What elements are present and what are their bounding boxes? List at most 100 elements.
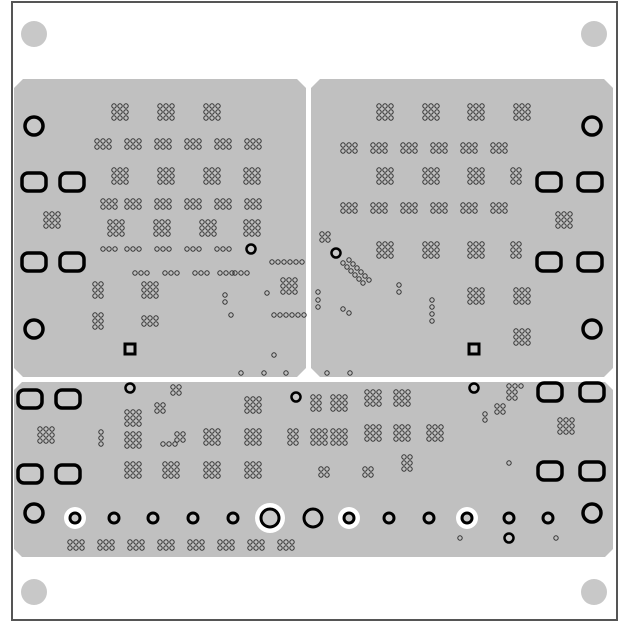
via [442, 202, 448, 208]
via [318, 466, 324, 472]
via [124, 461, 130, 467]
via [79, 545, 85, 551]
mounting-hole [21, 579, 47, 605]
via [525, 103, 531, 109]
via [316, 440, 322, 446]
via [43, 426, 49, 432]
via [376, 148, 382, 154]
through-hole-pad [382, 511, 396, 525]
via [215, 440, 221, 446]
via [422, 173, 428, 179]
via [228, 312, 234, 318]
via [166, 246, 172, 252]
via [426, 436, 432, 442]
via [376, 395, 382, 401]
through-hole-pad [146, 511, 160, 525]
via [259, 539, 265, 545]
via [169, 173, 175, 179]
via [519, 334, 525, 340]
via [141, 293, 147, 299]
via [393, 389, 399, 395]
via [106, 204, 112, 210]
via [376, 430, 382, 436]
via [479, 167, 485, 173]
via [502, 148, 508, 154]
via [434, 253, 440, 259]
via [422, 115, 428, 121]
via [244, 461, 250, 467]
via [124, 473, 130, 479]
via [430, 208, 436, 214]
via [184, 204, 190, 210]
via [215, 109, 221, 115]
via [426, 424, 432, 430]
via [205, 219, 211, 225]
via [432, 436, 438, 442]
via [295, 312, 301, 318]
via [169, 103, 175, 109]
via [277, 539, 283, 545]
via [160, 402, 166, 408]
mounting-hole [21, 21, 47, 47]
via [136, 461, 142, 467]
via [354, 265, 360, 271]
via [292, 283, 298, 289]
via [502, 142, 508, 148]
via [244, 270, 250, 276]
via [130, 138, 136, 144]
via [196, 144, 202, 150]
via [203, 109, 209, 115]
via [55, 217, 61, 223]
via [211, 231, 217, 237]
via [506, 383, 512, 389]
via [376, 389, 382, 395]
via [174, 461, 180, 467]
via [256, 402, 262, 408]
via [226, 138, 232, 144]
via [316, 434, 322, 440]
via [214, 198, 220, 204]
via [176, 390, 182, 396]
via [123, 115, 129, 121]
via [382, 109, 388, 115]
via [473, 173, 479, 179]
via [168, 473, 174, 479]
via [405, 430, 411, 436]
via [94, 144, 100, 150]
via [388, 179, 394, 185]
via [281, 259, 287, 265]
via [203, 179, 209, 185]
via [400, 148, 406, 154]
via [250, 138, 256, 144]
via [330, 400, 336, 406]
via [153, 225, 159, 231]
square-pad [467, 342, 481, 356]
via [203, 167, 209, 173]
via [169, 167, 175, 173]
through-hole-pad [226, 511, 240, 525]
via [393, 436, 399, 442]
via [315, 297, 321, 303]
via [37, 438, 43, 444]
via [342, 428, 348, 434]
via [196, 138, 202, 144]
via [136, 246, 142, 252]
via [55, 211, 61, 217]
via [428, 115, 434, 121]
via [113, 219, 119, 225]
via [346, 257, 352, 263]
via [429, 311, 435, 317]
via [382, 148, 388, 154]
via [356, 276, 362, 282]
via [220, 144, 226, 150]
via [376, 208, 382, 214]
via [243, 173, 249, 179]
via [422, 253, 428, 259]
copper-plane [14, 382, 613, 557]
via [250, 402, 256, 408]
via [473, 293, 479, 299]
small-pad [124, 382, 136, 394]
via [428, 179, 434, 185]
via [472, 148, 478, 154]
via [97, 539, 103, 545]
